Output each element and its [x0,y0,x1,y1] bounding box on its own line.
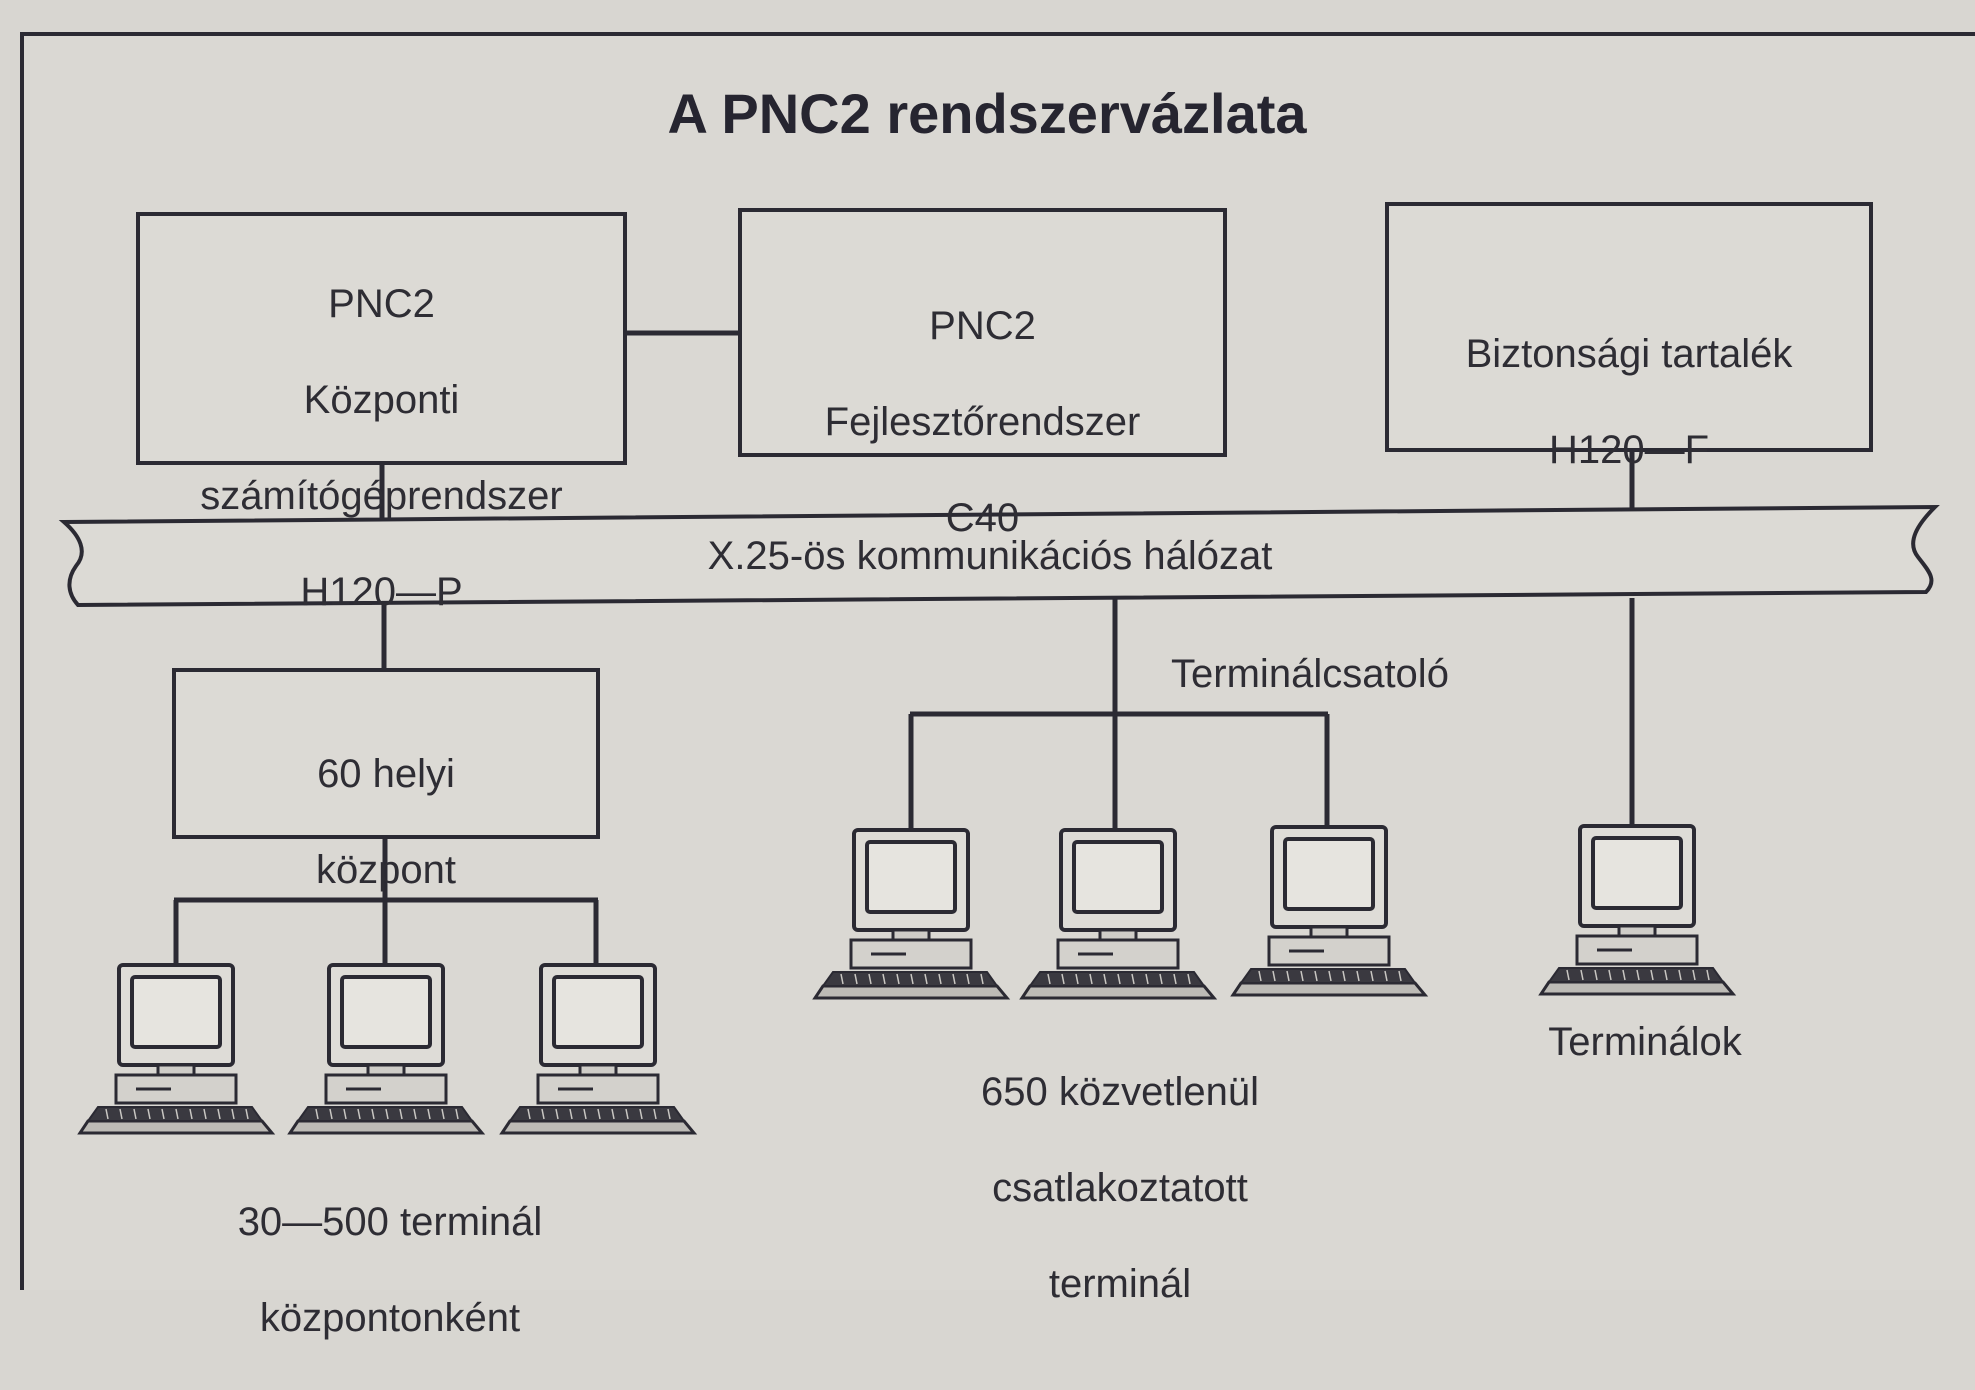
central-line-4: H120—P [300,570,463,614]
computer-terminal-icon [77,963,276,1135]
network-label: X.25-ös kommunikációs hálózat [707,534,1273,578]
computer-terminal-icon [287,963,486,1135]
network-banner [58,504,1940,608]
local-terminals-caption: 30—500 terminál központonként [140,1150,640,1390]
dev-line-3: C40 [945,496,1020,540]
computer-terminal-icon [1538,824,1737,996]
local-center-label: 60 helyi központ [174,702,598,942]
local-center-box [172,668,600,839]
central-line-1: PNC2 [328,282,435,326]
backup-line-2: H120—F [1548,428,1710,472]
backup-line-1: Biztonsági tartalék [1465,332,1793,376]
local-caption-line-2: központonként [259,1296,521,1340]
dev-line-1: PNC2 [929,304,1036,348]
computer-terminal-icon [1019,828,1218,1000]
direct-caption-line-3: terminál [1048,1262,1192,1306]
backup-system-label: Biztonsági tartalék H120—F [1387,282,1871,522]
direct-caption-line-1: 650 közvetlenül [981,1070,1259,1114]
terminal-adapter-label: Terminálcsatoló [1171,652,1449,696]
central-system-box [136,212,627,465]
local-caption-line-1: 30—500 terminál [237,1200,543,1244]
terminal-group [77,824,1737,1135]
local-line-1: 60 helyi [317,752,455,796]
connector-lines [173,330,1635,970]
local-line-2: központ [315,848,457,892]
direct-caption-line-2: csatlakoztatott [992,1166,1248,1210]
dev-system-label: PNC2 Fejlesztőrendszer C40 [740,254,1225,590]
terminals-caption: Terminálok [1548,1020,1742,1064]
computer-terminal-icon [499,963,698,1135]
central-line-3: számítógéprendszer [200,474,563,518]
dev-system-box [738,208,1227,457]
central-line-2: Központi [303,378,460,422]
backup-system-box [1385,202,1873,452]
computer-terminal-icon [1230,825,1429,997]
diagram-title: A PNC2 rendszervázlata [667,82,1307,145]
central-system-label: PNC2 Központi számítógéprendszer H120—P [138,232,625,664]
system-diagram [20,32,1975,1290]
dev-line-2: Fejlesztőrendszer [824,400,1141,444]
diagram-stage: A PNC2 rendszervázlata PNC2 Központi szá… [20,32,1975,1340]
system-boxes [136,202,1873,839]
computer-terminal-icon [812,828,1011,1000]
direct-terminals-caption: 650 közvetlenül csatlakoztatott terminál [870,1020,1370,1356]
